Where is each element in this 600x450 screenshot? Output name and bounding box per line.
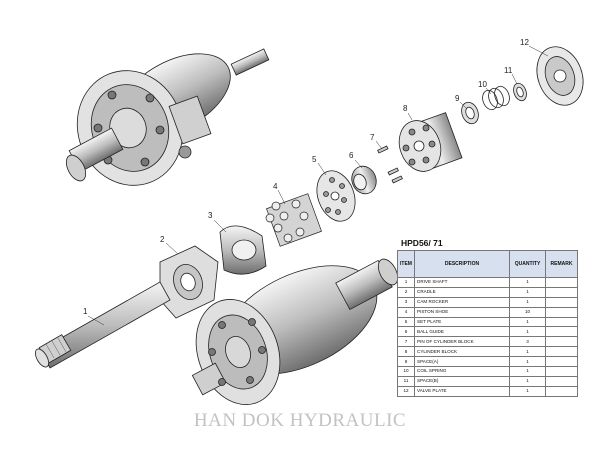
table-row: 8 CYLINDER BLOCK 1 [397, 346, 578, 358]
part-8-cylinder-block [398, 112, 463, 172]
lower-pump-assembly [191, 258, 399, 405]
quantity-cell: 1 [509, 375, 546, 387]
callout-6: 6 [349, 151, 354, 160]
description-cell: PISTON SHOE [414, 306, 510, 318]
callout-8: 8 [403, 104, 408, 113]
upper-pump-assembly [65, 48, 270, 186]
description-cell: SPACE(A) [414, 356, 510, 368]
quantity-cell: 1 [509, 296, 546, 308]
table-row: 10 COIL SPRING 1 [397, 366, 578, 377]
header-remark: REMARK [545, 250, 578, 278]
item-cell: 10 [397, 366, 415, 377]
item-cell: 5 [397, 316, 415, 328]
item-cell: 3 [397, 296, 415, 308]
description-cell: CYLINDER BLOCK [414, 346, 510, 358]
callout-5: 5 [312, 155, 317, 164]
item-cell: 1 [397, 277, 415, 288]
table-row: 5 SET PLATE 1 [397, 316, 578, 328]
header-description: DESCRIPTION [414, 250, 510, 278]
part-7-pins [377, 145, 403, 184]
quantity-cell: 3 [509, 336, 546, 348]
quantity-cell: 1 [509, 346, 546, 358]
quantity-cell: 1 [509, 286, 546, 298]
remark-cell [545, 286, 578, 298]
description-cell: BALL GUIDE [414, 326, 510, 338]
remark-cell [545, 277, 578, 288]
part-6-ball-guide [351, 165, 377, 195]
table-header-row: ITEM DESCRIPTION QUANTITY REMARK [397, 250, 578, 278]
description-cell: CAM ROCKER [414, 296, 510, 308]
table-row: 7 PIN OF CYLINDER BLOCK 3 [397, 336, 578, 348]
parts-list-panel: HPD56/ 71 ITEM DESCRIPTION QUANTITY REMA… [397, 236, 578, 397]
table-row: 4 PISTON SHOE 10 [397, 306, 578, 318]
quantity-cell: 10 [509, 306, 546, 318]
item-cell: 4 [397, 306, 415, 318]
table-title: HPD56/ 71 [401, 238, 443, 248]
table-row: 9 SPACE(A) 1 [397, 356, 578, 368]
remark-cell [545, 306, 578, 318]
description-cell: DRIVE SHAFT [414, 277, 510, 288]
remark-cell [545, 385, 578, 397]
description-cell: SET PLATE [414, 316, 510, 328]
item-cell: 12 [397, 385, 415, 397]
part-3-cam-rocker [219, 225, 267, 275]
callout-1: 1 [83, 307, 88, 316]
watermark-text: HAN DOK HYDRAULIC [193, 410, 407, 431]
description-cell: COIL SPRING [414, 366, 510, 377]
remark-cell [545, 336, 578, 348]
quantity-cell: 1 [509, 316, 546, 328]
part-1-drive-shaft [34, 281, 171, 369]
item-cell: 2 [397, 286, 415, 298]
quantity-cell: 1 [509, 277, 546, 288]
remark-cell [545, 296, 578, 308]
callout-10: 10 [478, 80, 487, 89]
description-cell: VALVE PLATE [414, 385, 510, 397]
part-10-coil-spring [482, 85, 510, 111]
callout-4: 4 [273, 182, 278, 191]
quantity-cell: 1 [509, 366, 546, 377]
description-cell: PIN OF CYLINDER BLOCK [414, 336, 510, 348]
callout-7: 7 [370, 133, 375, 142]
leader-lines [87, 45, 549, 326]
callout-3: 3 [208, 211, 213, 220]
quantity-cell: 1 [509, 385, 546, 397]
item-cell: 7 [397, 336, 415, 348]
table-row: 3 CAM ROCKER 1 [397, 296, 578, 308]
part-2-cradle [159, 245, 219, 319]
header-item: ITEM [397, 250, 415, 278]
remark-cell [545, 346, 578, 358]
table-row: 2 CRADLE 1 [397, 286, 578, 298]
part-12-valve-plate [536, 46, 584, 106]
callout-labels: 1 2 3 4 5 6 7 8 9 10 11 12 [83, 38, 529, 316]
remark-cell [545, 366, 578, 377]
table-row: 6 BALL GUIDE 1 [397, 326, 578, 338]
table-row: 11 SPACE(B) 1 [397, 375, 578, 387]
table-row: 12 VALVE PLATE 1 [397, 385, 578, 397]
item-cell: 9 [397, 356, 415, 368]
remark-cell [545, 326, 578, 338]
item-cell: 8 [397, 346, 415, 358]
part-11-space-b [513, 82, 527, 102]
description-cell: CRADLE [414, 286, 510, 298]
remark-cell [545, 375, 578, 387]
remark-cell [545, 316, 578, 328]
callout-12: 12 [520, 38, 529, 47]
callout-2: 2 [160, 235, 165, 244]
callout-9: 9 [455, 94, 460, 103]
callout-11: 11 [504, 66, 513, 75]
part-4-piston-shoes [265, 193, 322, 247]
description-cell: SPACE(B) [414, 375, 510, 387]
part-5-set-plate [316, 170, 356, 222]
remark-cell [545, 356, 578, 368]
item-cell: 6 [397, 326, 415, 338]
item-cell: 11 [397, 375, 415, 387]
header-quantity: QUANTITY [509, 250, 546, 278]
table-row: 1 DRIVE SHAFT 1 [397, 277, 578, 288]
parts-table: ITEM DESCRIPTION QUANTITY REMARK 1 DRIVE… [397, 250, 578, 397]
quantity-cell: 1 [509, 356, 546, 368]
quantity-cell: 1 [509, 326, 546, 338]
